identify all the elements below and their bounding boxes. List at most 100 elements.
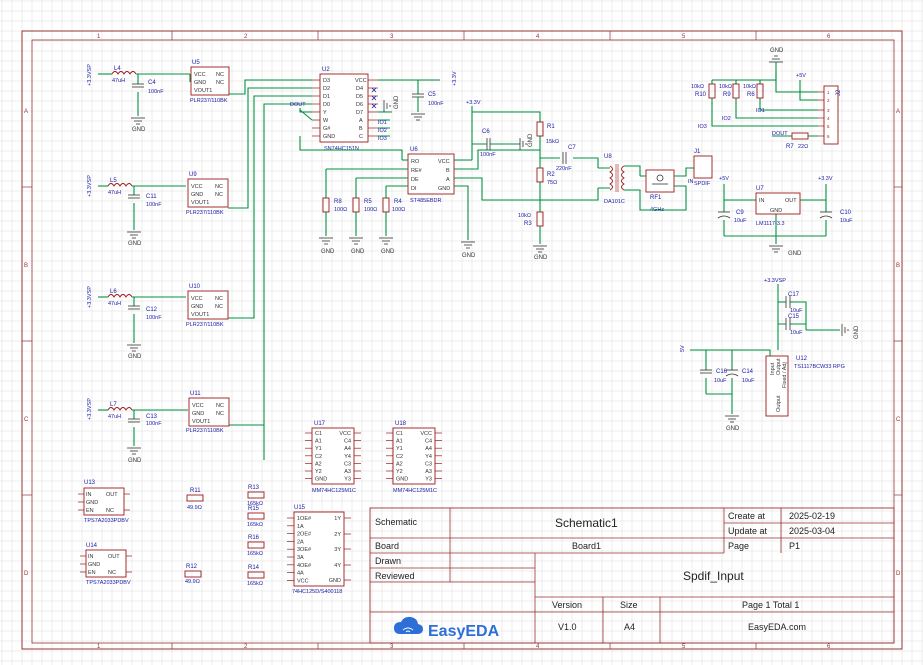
r16-body[interactable] (247, 541, 265, 549)
pin-label: GND (315, 477, 327, 483)
pin-nc: NC (215, 296, 223, 302)
pin-label: Y3 (425, 477, 432, 483)
r1-body[interactable] (536, 121, 544, 137)
r16-ref: R16 (248, 535, 260, 541)
u17-part: MM74HC125M1C (312, 488, 356, 494)
regulator-body[interactable] (190, 66, 230, 96)
u13-ldo[interactable]: U13 IN GND EN OUT NC TPS7A2033PDBV (78, 480, 130, 524)
regulator-body[interactable] (187, 290, 229, 320)
r4-value: 100Ω (392, 207, 405, 213)
gnd-symbol (383, 100, 391, 112)
gnd-label: GND (462, 253, 476, 259)
inductor-ref: L7 (110, 402, 117, 408)
u7-part: LM1117-3.3 (756, 221, 785, 227)
u18-part: MM74HC125M1C (393, 488, 437, 494)
u14-ldo[interactable]: U14 IN GND EN OUT NC TPS7A2033PDBV (80, 543, 132, 586)
tb-pages-text: Page 1 Total 1 (742, 600, 799, 610)
inductor-ref: L5 (110, 178, 117, 184)
pin-label: GND (329, 578, 341, 584)
u15-buffer[interactable]: U15 74HC125D/S400118 1OE#1A2OE#2A3OE#3A4… (287, 505, 351, 595)
r15-body[interactable] (247, 512, 265, 520)
u17-buffer[interactable]: U17 MM74HC125M1C C1A1Y1C2A2Y2GNDVCCC4A4Y… (305, 421, 361, 494)
regulator-body[interactable] (187, 178, 229, 208)
c16-value: 10uF (714, 378, 727, 384)
r13-body[interactable] (247, 491, 265, 499)
c9-ref: C9 (736, 210, 744, 216)
u2-pin: Y (323, 110, 327, 116)
u7-ldo[interactable]: IN +5V +3.3V U7 IN OUT GND LM1117-3.3 C9… (688, 176, 853, 257)
u2-multiplexer[interactable]: U2 SN74HC151N D3 D2 D1 D0 Y W G# GND VCC… (290, 67, 458, 152)
c15-value: 10uF (790, 330, 803, 336)
gnd-symbol (725, 415, 739, 423)
regulator-part: PLR237/110BK (186, 428, 224, 434)
u17-ref: U17 (314, 421, 326, 427)
pin-gnd: GND (191, 192, 203, 198)
pin-gnd: GND (194, 80, 206, 86)
r7-body[interactable] (791, 132, 809, 140)
c16-ref: C16 (716, 369, 728, 375)
pin-label: A3 (425, 469, 432, 475)
regulator-block-3[interactable]: +3.3VSP L6 47uH C12 100nF GND U10 VCC GN… (87, 284, 229, 360)
u6-pin: B (446, 168, 450, 174)
u13-body[interactable] (83, 487, 125, 516)
u18-body[interactable] (392, 427, 436, 485)
col-label: 1 (97, 34, 101, 40)
u12-ldo[interactable]: +3.3VSP C17 10uF C15 10uF GND Input Outp… (680, 278, 860, 432)
tb-project-name: Spdif_Input (683, 569, 744, 583)
r12-body[interactable] (184, 570, 202, 578)
pin-label: A1 (315, 439, 322, 445)
row-label: C (24, 417, 29, 423)
gnd-label: GND (321, 249, 335, 255)
gnd-symbol (127, 344, 141, 352)
regulator-block-2[interactable]: +3.3VSP L5 47uH C11 100nF GND U9 VCC GND… (87, 172, 229, 247)
r11-body[interactable] (186, 494, 204, 502)
inductor-value: 47uH (112, 78, 125, 84)
net-label-3v3sp: +3.3VSP (87, 398, 93, 420)
pin-nc: NC (216, 403, 224, 409)
tb-drawn-label: Drawn (375, 556, 401, 566)
u6-transceiver[interactable]: U6 ST485EBDR RO RE# DE DI VCC B A GND R8… (299, 136, 540, 259)
pin-label: A3 (344, 469, 351, 475)
u14-body[interactable] (85, 549, 127, 578)
u7-body[interactable] (755, 192, 801, 215)
u2-body[interactable] (319, 73, 369, 143)
r4-ref: R4 (394, 199, 402, 205)
r4-body[interactable] (382, 197, 390, 213)
pin-vout: VOUT1 (191, 312, 209, 318)
r5-body[interactable] (352, 197, 360, 213)
io-header[interactable]: GND 10kΩ R10 10kΩ R9 10kΩ R6 +5V IO1 IO2… (691, 48, 842, 150)
net-label-5v: 5V (680, 345, 686, 352)
r14-body[interactable] (247, 571, 265, 579)
u18-buffer[interactable]: U18 MM74HC125M1C C1A1Y1C2A2Y2GNDVCCC4A4Y… (386, 421, 442, 494)
spdif-isolation[interactable]: U8 DA101C RF1 4GHz J1 SPDIF (598, 149, 713, 213)
u6-body[interactable] (407, 153, 455, 195)
regulator-body[interactable] (188, 397, 230, 427)
loose-resistors[interactable]: R11 49.9Ω R12 49.9Ω R13 165kΩ R15 165kΩ … (184, 485, 265, 587)
col-label: 4 (536, 644, 540, 650)
pin-nc: NC (216, 80, 224, 86)
pin-gnd: GND (192, 411, 204, 417)
j1-connector[interactable] (693, 155, 713, 179)
u14-pin: IN (88, 554, 94, 560)
u13-pin: EN (86, 508, 94, 514)
col-label: 6 (827, 34, 831, 40)
pin-label: 1Y (334, 516, 341, 522)
logo-text: EasyEDA (428, 623, 500, 640)
gnd-symbol (769, 245, 783, 253)
r8-body[interactable] (322, 197, 330, 213)
regulator-block-1[interactable]: +3.3VSP L4 47uH C4 100nF GND U5 VCC GND … (87, 60, 230, 133)
termination-network[interactable]: +3.3V C6 100nF GND R1 15kΩ R2 75Ω 10kΩ R… (466, 100, 599, 261)
c7-value: 220nF (556, 166, 572, 172)
pin-label: 4OE# (297, 563, 312, 569)
u12-pin: Output (776, 358, 782, 375)
j2-connector[interactable] (823, 85, 839, 145)
u12-body[interactable] (765, 355, 789, 417)
u12-part: TS1117BCW33 RPG (794, 364, 845, 370)
u6-pin: A (446, 177, 450, 183)
transformer-secondary (621, 165, 625, 191)
u2-part: SN74HC151N (324, 146, 359, 152)
pin-label: GND (396, 477, 408, 483)
regulator-block-4[interactable]: +3.3VSP L7 47uH C13 100nF GND U11 VCC GN… (87, 391, 230, 464)
title-block: Schematic Schematic1 Create at 2025-02-1… (369, 507, 895, 644)
